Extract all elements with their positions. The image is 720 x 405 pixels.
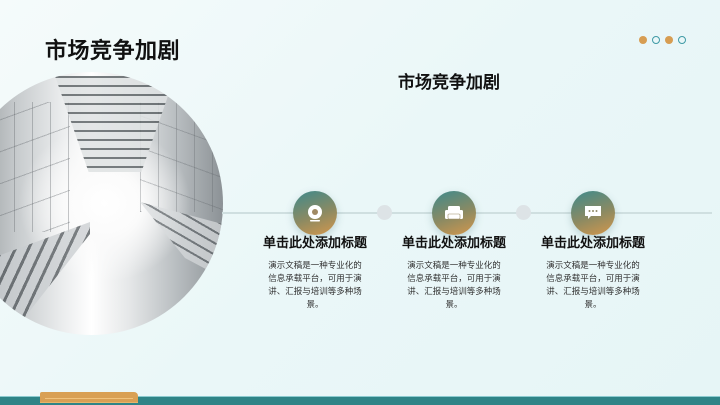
chat-bubble-icon [585, 206, 601, 219]
webcam-icon [308, 205, 322, 222]
step-card-2[interactable]: 单击此处添加标题 演示文稿是一种专业化的信息承载平台，可用于演讲、汇报与培训等多… [399, 191, 509, 312]
step-card-1[interactable]: 单击此处添加标题 演示文稿是一种专业化的信息承载平台，可用于演讲、汇报与培训等多… [260, 191, 370, 312]
page-title: 市场竞争加剧 [45, 39, 181, 64]
building-photo [0, 72, 223, 335]
photo-grid-left [0, 102, 70, 232]
dot-filled-icon [639, 36, 647, 44]
section-title: 市场竞争加剧 [398, 73, 500, 93]
step-icon-circle [571, 191, 615, 235]
decoration-dots [639, 36, 686, 44]
step-title[interactable]: 单击此处添加标题 [262, 236, 367, 251]
timeline-node [377, 205, 392, 220]
step-description[interactable]: 演示文稿是一种专业化的信息承载平台，可用于演讲、汇报与培训等多种场景。 [546, 261, 640, 310]
step-title[interactable]: 单击此处添加标题 [401, 236, 506, 251]
footer-accent-tab [40, 392, 138, 403]
footer-bar [0, 396, 720, 405]
step-description[interactable]: 演示文稿是一种专业化的信息承载平台，可用于演讲、汇报与培训等多种场景。 [407, 261, 501, 310]
step-icon-circle [293, 191, 337, 235]
dot-ring-icon [678, 36, 686, 44]
dot-ring-icon [652, 36, 660, 44]
dot-filled-icon [665, 36, 673, 44]
step-icon-circle [432, 191, 476, 235]
sofa-icon [445, 206, 463, 220]
step-card-3[interactable]: 单击此处添加标题 演示文稿是一种专业化的信息承载平台，可用于演讲、汇报与培训等多… [538, 191, 648, 312]
step-description[interactable]: 演示文稿是一种专业化的信息承载平台，可用于演讲、汇报与培训等多种场景。 [268, 261, 362, 310]
photo-right-wall [140, 202, 223, 282]
photo-left-wall [0, 222, 90, 335]
step-title[interactable]: 单击此处添加标题 [540, 236, 645, 251]
timeline-node [516, 205, 531, 220]
